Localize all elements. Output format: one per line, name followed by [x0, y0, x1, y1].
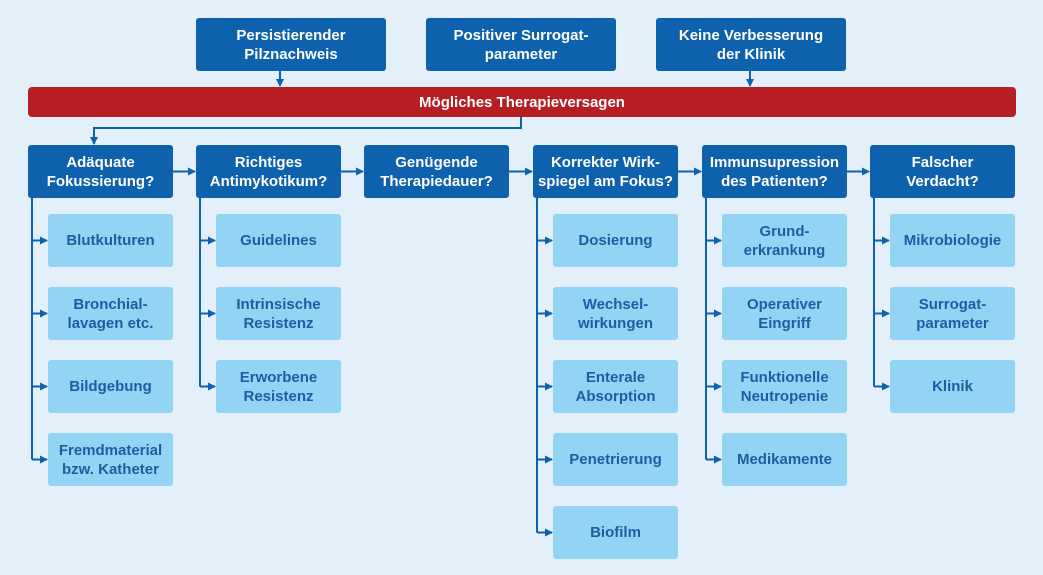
- child-item: Dosierung: [553, 214, 678, 267]
- child-item: Operativer Eingriff: [722, 287, 847, 340]
- top-box-no-clinical-improvement: Keine Verbesserung der Klinik: [656, 18, 846, 71]
- child-item: Surrogat- parameter: [890, 287, 1015, 340]
- child-item: Grund- erkrankung: [722, 214, 847, 267]
- top-box-persistent-fungus: Persistierender Pilznachweis: [196, 18, 386, 71]
- child-item: Funktionelle Neutropenie: [722, 360, 847, 413]
- arrow-bar-to-first-header: [90, 117, 522, 145]
- child-item: Blutkulturen: [48, 214, 173, 267]
- child-item: Mikrobiologie: [890, 214, 1015, 267]
- child-item: Biofilm: [553, 506, 678, 559]
- column-header: Genügende Therapiedauer?: [364, 145, 509, 198]
- column-header: Immunsupression des Patienten?: [702, 145, 847, 198]
- child-item: Bildgebung: [48, 360, 173, 413]
- column-header: Richtiges Antimykotikum?: [196, 145, 341, 198]
- column-header: Adäquate Fokussierung?: [28, 145, 173, 198]
- child-item: Wechsel- wirkungen: [553, 287, 678, 340]
- child-item: Bronchial- lavagen etc.: [48, 287, 173, 340]
- child-item: Guidelines: [216, 214, 341, 267]
- child-item: Medikamente: [722, 433, 847, 486]
- top-box-positive-surrogate: Positiver Surrogat- parameter: [426, 18, 616, 71]
- child-item: Fremdmaterial bzw. Katheter: [48, 433, 173, 486]
- column-header: Falscher Verdacht?: [870, 145, 1015, 198]
- child-item: Klinik: [890, 360, 1015, 413]
- central-bar-therapy-failure: Mögliches Therapieversagen: [28, 87, 1016, 117]
- child-item: Penetrierung: [553, 433, 678, 486]
- column-header: Korrekter Wirk- spiegel am Fokus?: [533, 145, 678, 198]
- child-item: Intrinsische Resistenz: [216, 287, 341, 340]
- child-item: Erworbene Resistenz: [216, 360, 341, 413]
- child-item: Enterale Absorption: [553, 360, 678, 413]
